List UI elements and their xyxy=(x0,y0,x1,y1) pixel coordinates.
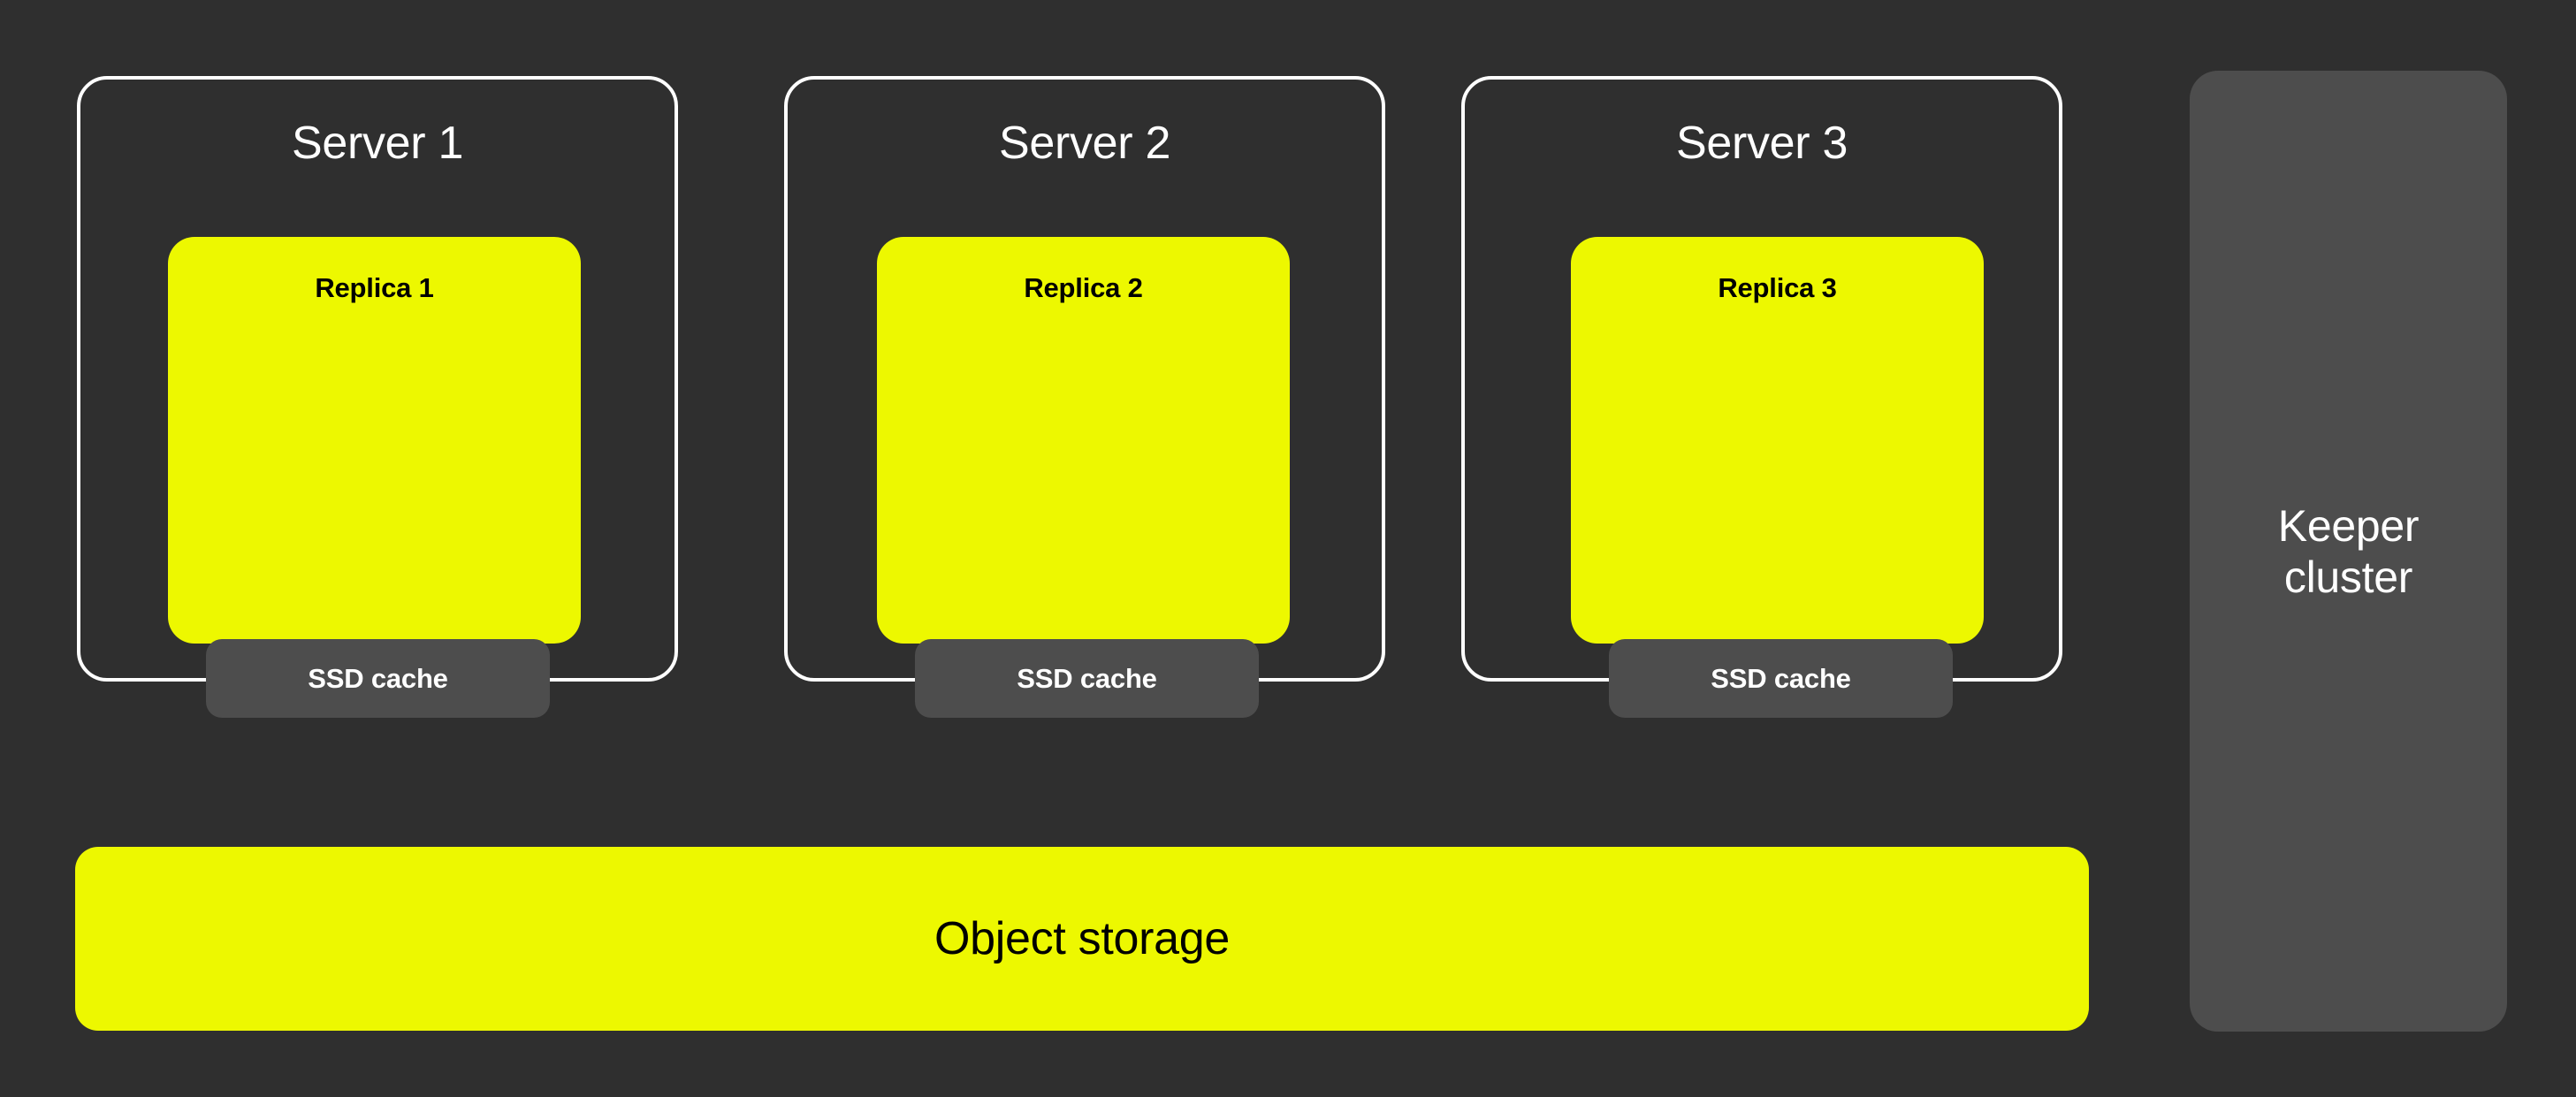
ssd-cache-label-3: SSD cache xyxy=(1711,663,1851,694)
ssd-cache-label-1: SSD cache xyxy=(308,663,448,694)
ssd-cache-3: SSD cache xyxy=(1609,639,1953,718)
server-title-1: Server 1 xyxy=(291,118,464,169)
keeper-cluster-label: Keeper cluster xyxy=(2277,500,2420,602)
replica-label-1: Replica 1 xyxy=(315,272,434,303)
ssd-cache-label-2: SSD cache xyxy=(1017,663,1157,694)
replica-label-2: Replica 2 xyxy=(1024,272,1143,303)
replica-box-2: Replica 2 xyxy=(877,237,1290,644)
ssd-cache-1: SSD cache xyxy=(206,639,550,718)
object-storage-label: Object storage xyxy=(934,913,1230,964)
replica-box-1: Replica 1 xyxy=(168,237,581,644)
replica-box-3: Replica 3 xyxy=(1571,237,1984,644)
replica-label-3: Replica 3 xyxy=(1718,272,1837,303)
server-title-3: Server 3 xyxy=(1675,118,1848,169)
object-storage-block: Object storage xyxy=(75,847,2089,1031)
ssd-cache-2: SSD cache xyxy=(915,639,1259,718)
server-title-2: Server 2 xyxy=(998,118,1171,169)
keeper-cluster-block: Keeper cluster xyxy=(2190,71,2507,1032)
